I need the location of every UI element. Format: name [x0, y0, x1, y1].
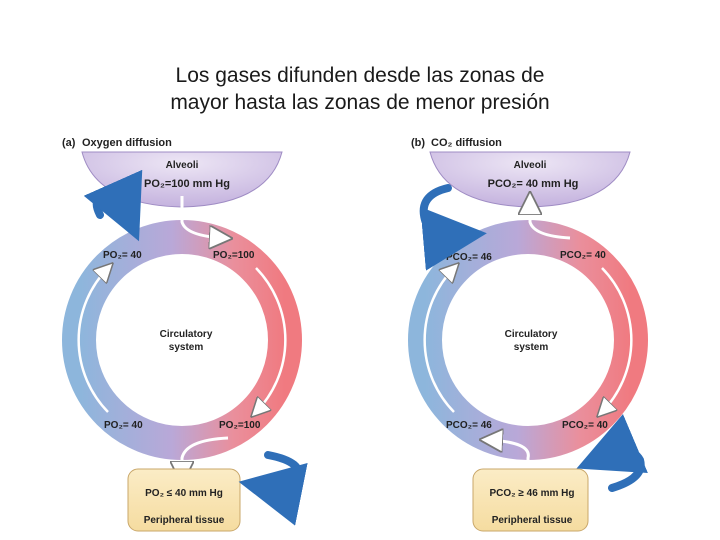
curved-arrow-alveoli-icon	[419, 184, 487, 271]
circulatory-label-line-1: Circulatory	[160, 329, 213, 340]
panel-co2-diffusion: (b) CO₂ diffusion Alveoli PCO₂= 40 mm Hg…	[408, 137, 648, 532]
tissue-diffusion-arrow-icon	[182, 436, 229, 476]
bottom-right-value: PO₂=100	[219, 420, 261, 431]
panel-b-title: CO₂ diffusion	[431, 137, 502, 149]
circulatory-label-line-2: system	[169, 342, 204, 353]
panel-a-title: Oxygen diffusion	[82, 137, 172, 149]
top-left-value: PO₂= 40	[103, 250, 142, 261]
bottom-left-value: PCO₂= 46	[446, 420, 492, 431]
circulatory-ring	[62, 220, 302, 460]
title-line-2: mayor hasta las zonas de menor presión	[170, 91, 550, 114]
flow-arrow-up-icon	[77, 268, 108, 413]
tissue-label: Peripheral tissue	[144, 515, 225, 526]
alveoli-diffusion-arrow-icon	[530, 200, 571, 240]
circulatory-label-line-2: system	[514, 342, 549, 353]
alveoli-label: Alveoli	[514, 160, 547, 171]
flow-arrow-down-icon	[256, 267, 287, 412]
tissue-diffusion-arrow-icon	[488, 440, 530, 470]
panel-a-letter: (a)	[62, 137, 76, 149]
title-line-1: Los gases difunden desde las zonas de	[175, 64, 545, 87]
flow-arrow-down-icon	[602, 267, 633, 412]
tissue-pressure: PCO₂ ≥ 46 mm Hg	[490, 488, 575, 499]
circulatory-ring	[408, 220, 648, 460]
peripheral-tissue-box	[472, 468, 589, 532]
top-left-value: PCO₂= 46	[446, 252, 492, 263]
alveoli-pressure: PCO₂= 40 mm Hg	[488, 178, 579, 190]
tissue-pressure: PO₂ ≤ 40 mm Hg	[145, 488, 223, 499]
alveoli-diffusion-arrow-icon	[180, 196, 224, 238]
tissue-label: Peripheral tissue	[492, 515, 573, 526]
bottom-right-value: PCO₂= 40	[562, 420, 608, 431]
top-right-value: PCO₂= 40	[560, 250, 606, 261]
curved-arrow-alveoli-icon	[83, 169, 143, 242]
flow-arrow-up-icon	[423, 268, 454, 413]
top-right-value: PO₂=100	[213, 250, 255, 261]
curved-arrow-tissue-icon	[238, 451, 308, 526]
slide-title: Los gases difunden desde las zonas de ma…	[0, 62, 720, 116]
alveoli-pressure: PO₂=100 mm Hg	[144, 178, 230, 190]
circulatory-label-line-1: Circulatory	[505, 329, 558, 340]
alveoli-label: Alveoli	[166, 160, 199, 171]
bottom-left-value: PO₂= 40	[104, 420, 143, 431]
panel-b-letter: (b)	[411, 137, 425, 149]
curved-arrow-tissue-icon	[576, 414, 648, 492]
panel-oxygen-diffusion: (a) Oxygen diffusion Alveoli PO₂=100 mm …	[62, 137, 308, 532]
